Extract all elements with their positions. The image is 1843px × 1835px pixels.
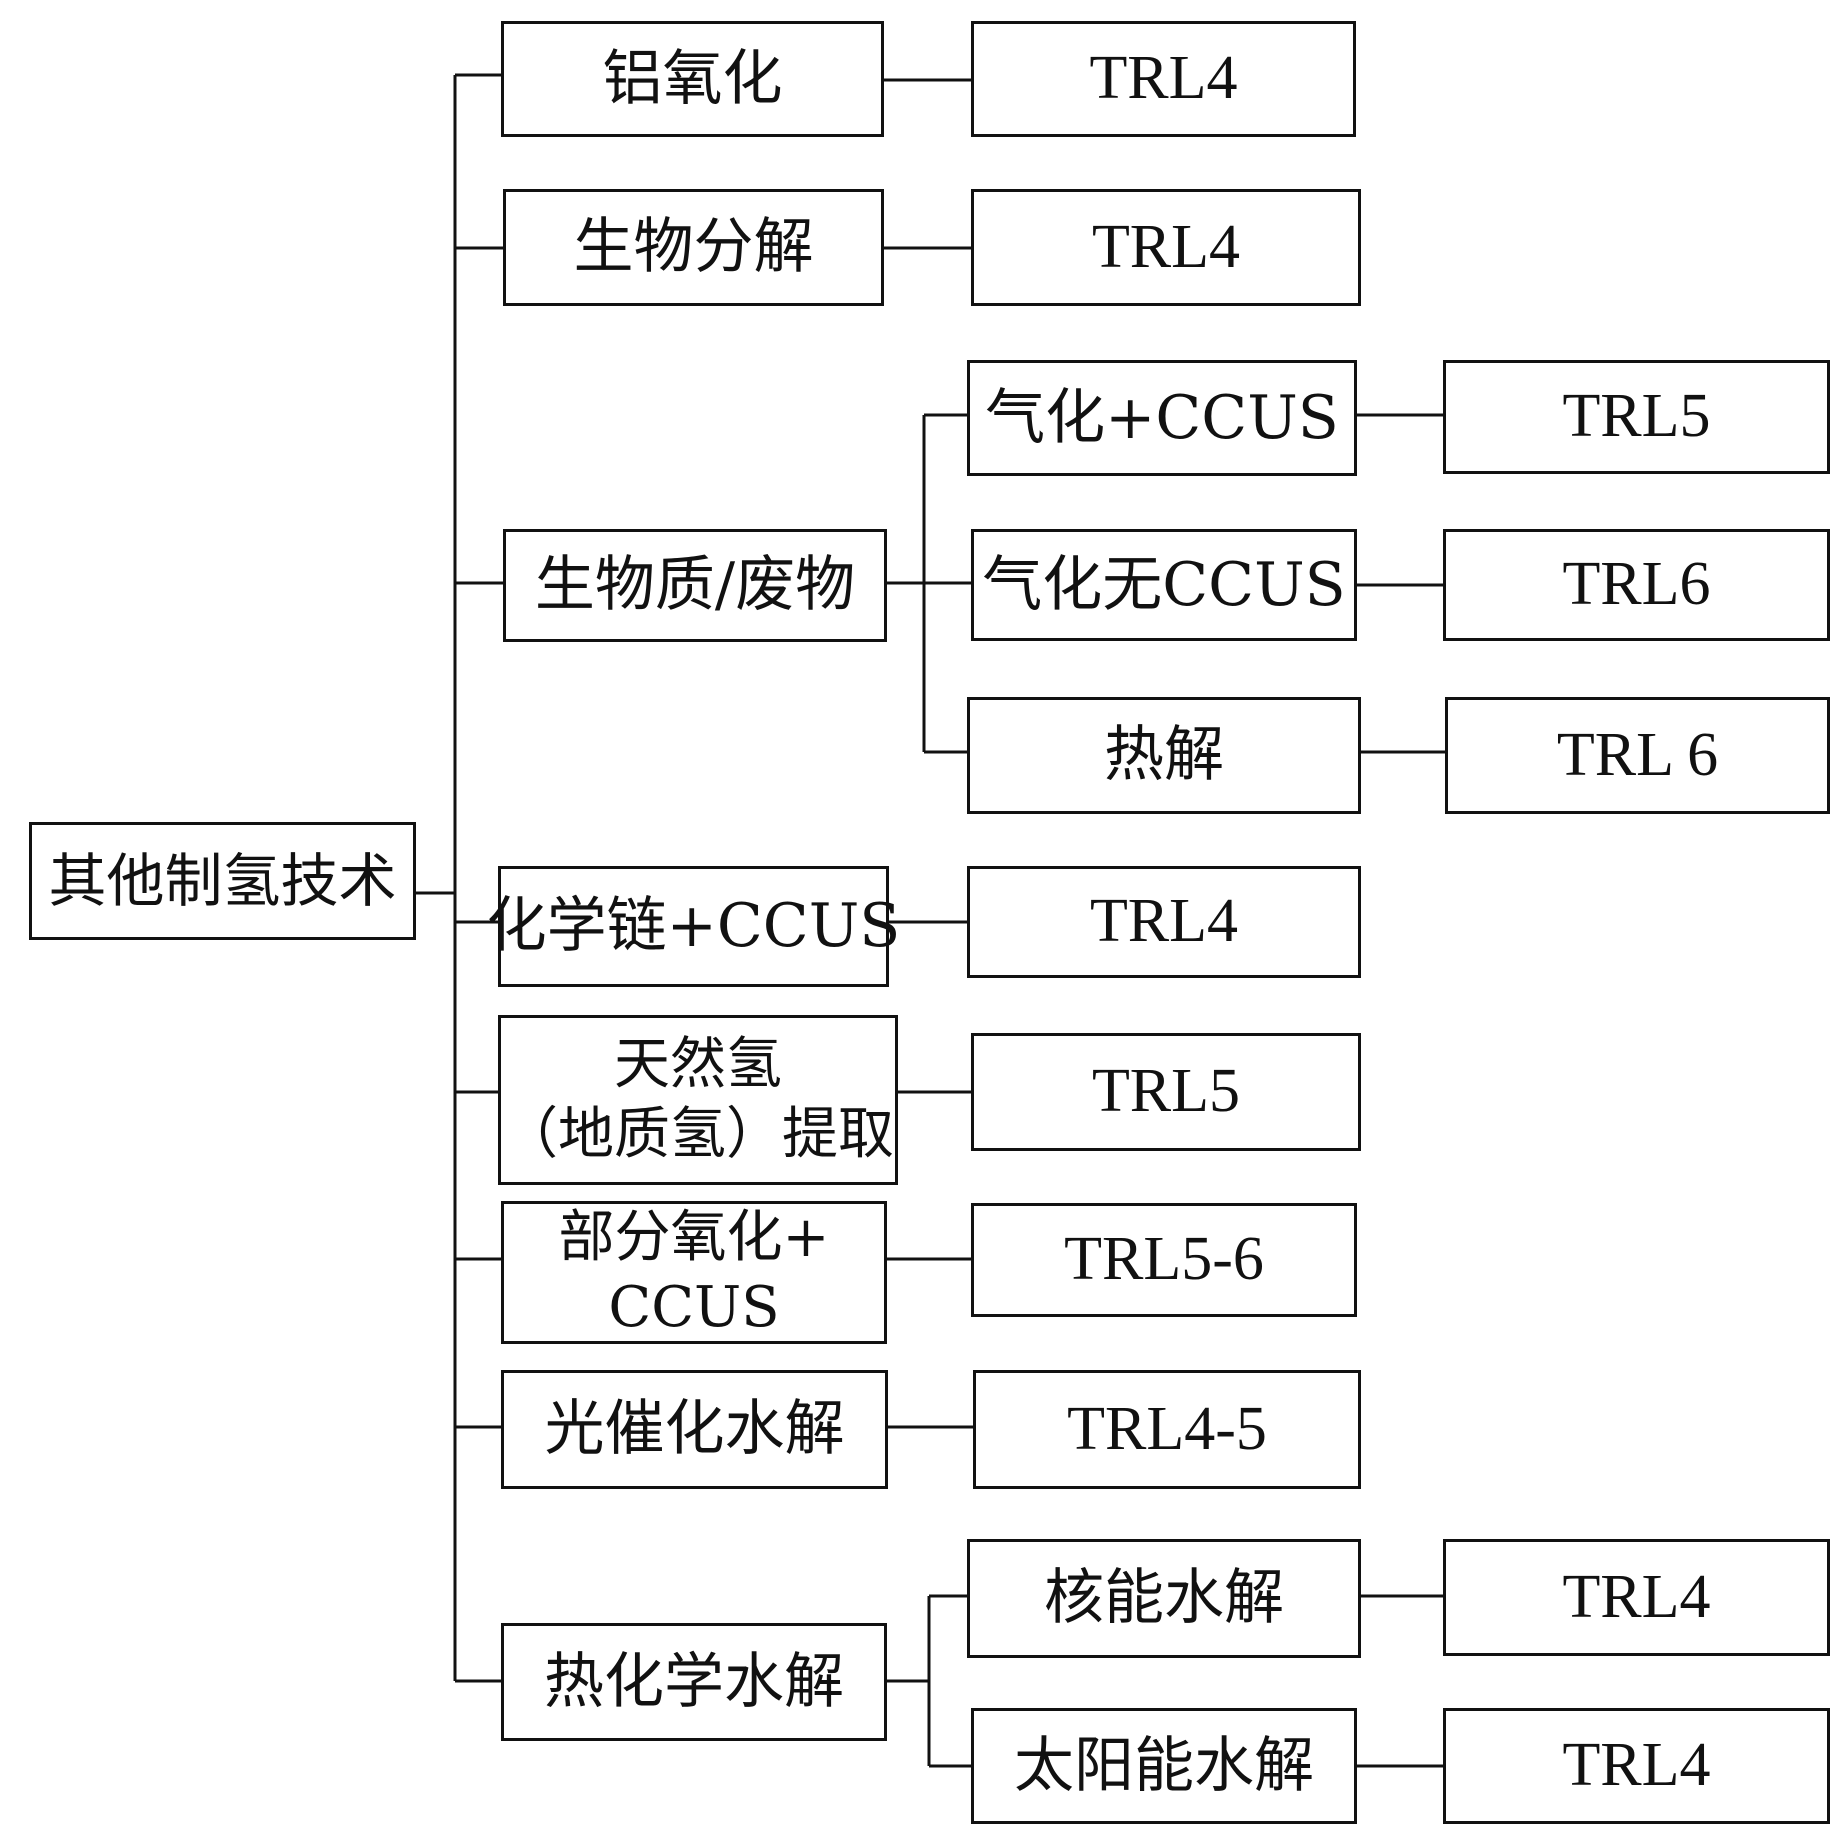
trl-natural-hydrogen: TRL5 (971, 1033, 1361, 1151)
trl-gasification-ccus: TRL5 (1443, 360, 1830, 474)
node-solar-water-splitting: 太阳能水解 (971, 1708, 1357, 1824)
node-label: 热化学水解 (544, 1646, 844, 1717)
node-chemical-looping-ccus: 化学链+CCUS (487, 866, 900, 987)
trl-label: TRL4-5 (1067, 1394, 1267, 1463)
node-label: 气化无CCUS (982, 549, 1346, 620)
node-gasification-ccus: 气化+CCUS (967, 360, 1357, 476)
node-label: 气化+CCUS (985, 382, 1339, 453)
node-photocatalytic-water-splitting: 光催化水解 (501, 1370, 888, 1489)
trl-label: TRL4 (1562, 1562, 1711, 1631)
node-label-line-1: 天然氢 (614, 1032, 782, 1097)
node-pyrolysis: 热解 (967, 697, 1361, 814)
node-label-line-1: 部分氧化+ (558, 1204, 830, 1270)
node-biomass-waste: 生物质/废物 (503, 529, 887, 642)
trl-photocatalytic-water-splitting: TRL4-5 (973, 1370, 1361, 1489)
node-label: 铝氧化 (602, 43, 783, 114)
node-gasification-no-ccus: 气化无CCUS (971, 529, 1357, 641)
node-label: 太阳能水解 (1014, 1730, 1314, 1801)
node-label-line-2: CCUS (608, 1274, 780, 1340)
node-natural-hydrogen: 天然氢 （地质氢）提取 (498, 1015, 898, 1185)
trl-solar-water-splitting: TRL4 (1443, 1708, 1830, 1824)
node-label: 化学链+CCUS (486, 891, 901, 961)
trl-chemical-looping-ccus: TRL4 (967, 866, 1361, 978)
node-label: 光催化水解 (544, 1394, 845, 1464)
trl-label: TRL5 (1562, 382, 1711, 451)
trl-label: TRL6 (1562, 550, 1711, 619)
node-partial-oxidation-ccus: 部分氧化+ CCUS (501, 1201, 887, 1344)
trl-nuclear-water-splitting: TRL4 (1443, 1539, 1830, 1656)
root-node: 其他制氢技术 (29, 822, 416, 940)
node-label-line-2: （地质氢）提取 (502, 1102, 894, 1167)
trl-biological-decomposition: TRL4 (971, 189, 1361, 306)
trl-label: TRL4 (1089, 887, 1239, 956)
trl-label: TRL5-6 (1064, 1225, 1264, 1294)
node-label: 生物分解 (573, 212, 814, 282)
node-aluminum-oxidation: 铝氧化 (501, 21, 884, 137)
trl-partial-oxidation-ccus: TRL5-6 (971, 1203, 1357, 1317)
trl-label: TRL 6 (1556, 720, 1719, 789)
node-label: 生物质/废物 (534, 550, 856, 620)
node-nuclear-water-splitting: 核能水解 (967, 1539, 1361, 1658)
node-biological-decomposition: 生物分解 (503, 189, 884, 306)
node-thermochemical-water-splitting: 热化学水解 (501, 1623, 887, 1741)
trl-label: TRL4 (1089, 44, 1238, 113)
trl-pyrolysis: TRL 6 (1445, 697, 1830, 814)
trl-label: TRL5 (1091, 1057, 1241, 1126)
trl-label: TRL4 (1562, 1731, 1711, 1800)
node-label: 核能水解 (1044, 1563, 1284, 1633)
trl-gasification-no-ccus: TRL6 (1443, 529, 1830, 641)
trl-label: TRL4 (1091, 212, 1241, 281)
node-label: 热解 (1104, 720, 1224, 790)
trl-aluminum-oxidation: TRL4 (971, 21, 1356, 137)
root-label: 其他制氢技术 (48, 846, 397, 915)
